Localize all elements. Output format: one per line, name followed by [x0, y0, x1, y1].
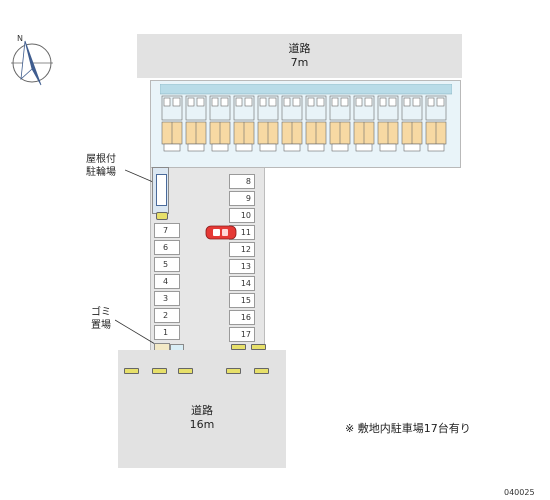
parking-space-3: 3 [154, 291, 180, 306]
south-road-name: 道路 [191, 404, 213, 417]
parking-space-17: 17 [229, 327, 255, 342]
bicycle-parking-sign [156, 212, 168, 220]
north-road-label: 道路 7m [137, 42, 462, 70]
north-road-width: 7m [290, 56, 309, 69]
parking-space-8: 8 [229, 174, 255, 189]
parking-space-12: 12 [229, 242, 255, 257]
highlighted-car-icon [205, 225, 237, 240]
parking-space-9: 9 [229, 191, 255, 206]
bicycle-parking-label-line1: 屋根付 [86, 154, 116, 165]
south-road-car-icon-5 [254, 368, 269, 374]
parking-space-13: 13 [229, 259, 255, 274]
garbage-area-leader [115, 319, 156, 345]
garbage-area-label: ゴミ 置場 [84, 306, 118, 332]
bicycle-parking-leader [125, 169, 154, 183]
compass-north-label: N [17, 34, 23, 43]
south-road-width: 16m [189, 418, 215, 431]
parking-note: ※ 敷地内駐車場17台有り [345, 422, 471, 435]
lot-entrance-car-icon-2 [251, 344, 266, 350]
parking-space-6: 6 [154, 240, 180, 255]
parking-space-4: 4 [154, 274, 180, 289]
garbage-area-label-line1: ゴミ [91, 307, 111, 318]
south-road-car-icon-4 [226, 368, 241, 374]
bicycle-parking-shelter [152, 167, 169, 214]
south-road-car-icon-1 [124, 368, 139, 374]
apartment-units [160, 84, 452, 152]
lot-entrance-car-icon [231, 344, 246, 350]
garbage-area-label-line2: 置場 [91, 320, 111, 331]
parking-space-7: 7 [154, 223, 180, 238]
north-road-name: 道路 [288, 42, 311, 55]
map-code: 040025 [504, 488, 535, 497]
south-road-car-icon-3 [178, 368, 193, 374]
parking-space-16: 16 [229, 310, 255, 325]
parking-space-10: 10 [229, 208, 255, 223]
north-road [137, 34, 462, 78]
parking-space-5: 5 [154, 257, 180, 272]
compass-icon: N [11, 34, 53, 86]
parking-space-2: 2 [154, 308, 180, 323]
south-road-label: 道路 16m [118, 404, 286, 432]
bicycle-parking-label: 屋根付 駐輪場 [75, 153, 127, 179]
south-road-car-icon-2 [152, 368, 167, 374]
bicycle-rack [156, 174, 167, 206]
bicycle-parking-label-line2: 駐輪場 [86, 167, 116, 178]
parking-space-15: 15 [229, 293, 255, 308]
parking-space-1: 1 [154, 325, 180, 340]
parking-space-14: 14 [229, 276, 255, 291]
